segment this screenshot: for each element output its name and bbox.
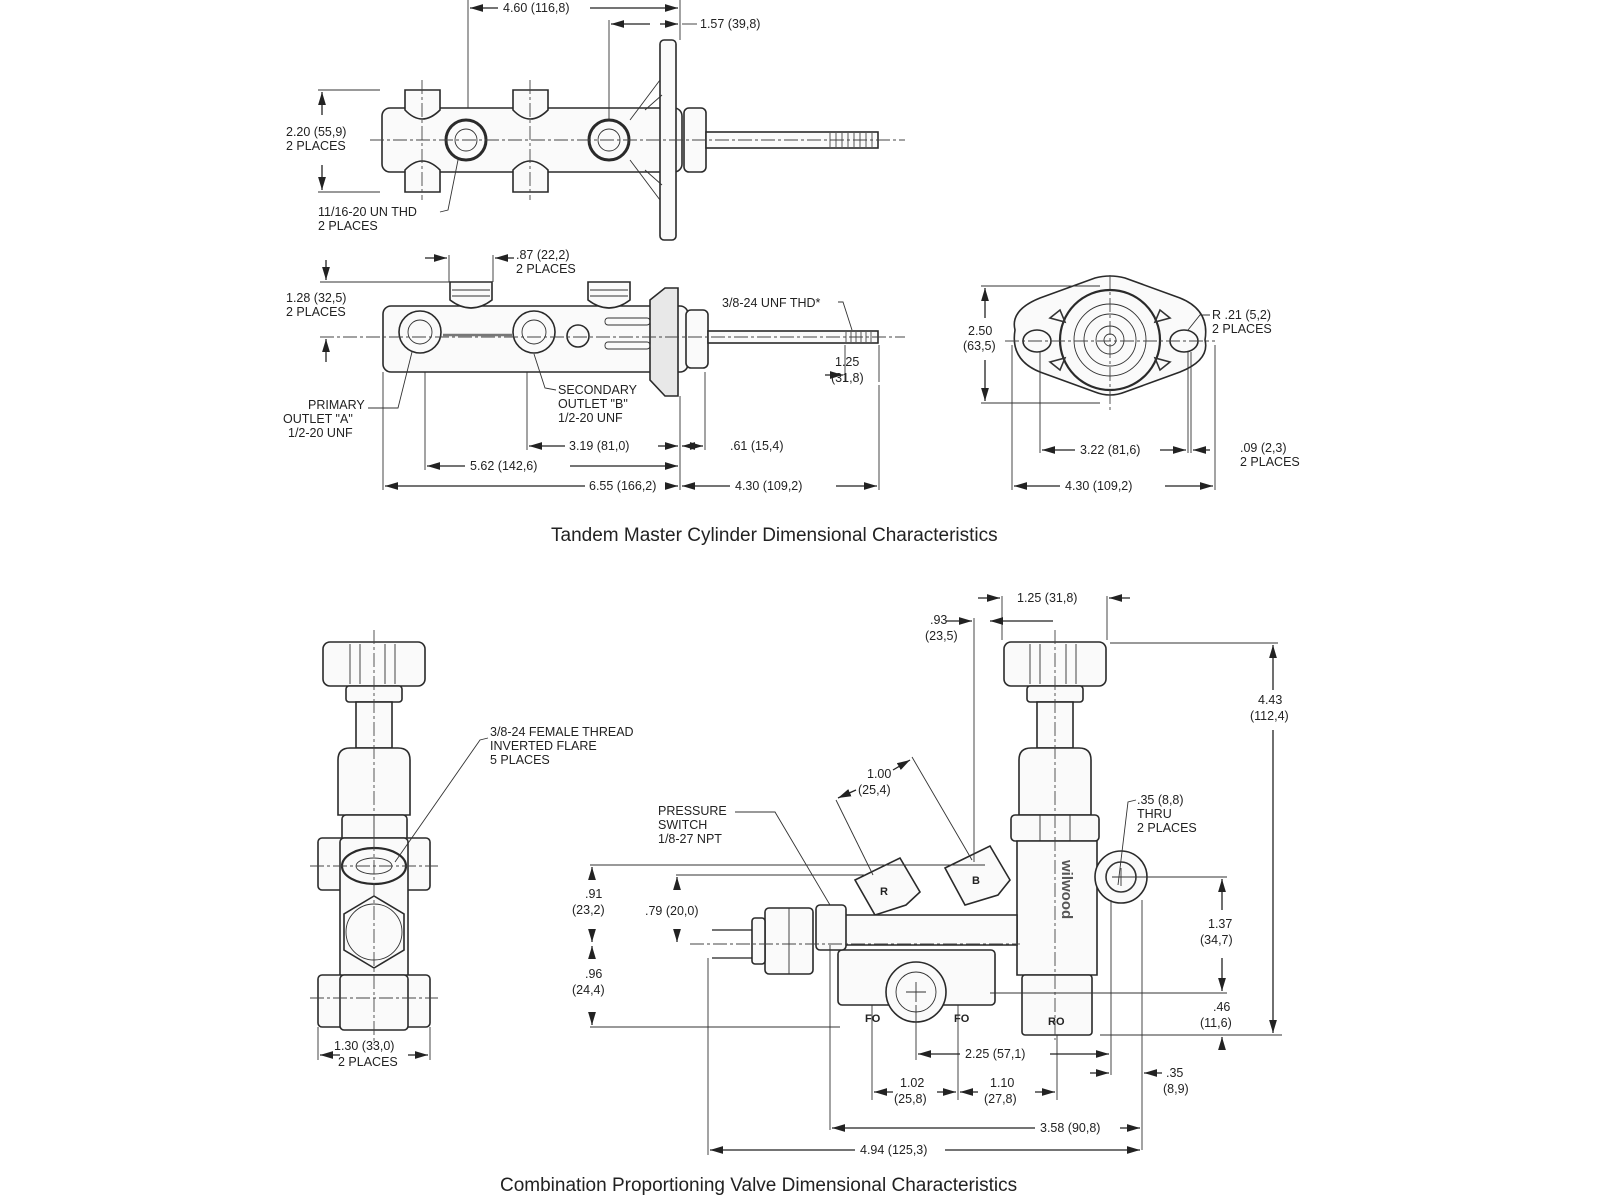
primary-outlet-label-2: OUTLET "A": [283, 412, 353, 426]
dim-1-25-b: (31,8): [831, 371, 864, 385]
dim-0-96-a: .96: [585, 967, 602, 981]
master-cylinder-top-view: 4.60 (116,8) 1.57 (39,8) 2.20 (55,9) 2 P…: [286, 0, 905, 241]
dim-4-94: 4.94 (125,3): [860, 1143, 927, 1157]
dim-4-43-a: 4.43: [1258, 693, 1282, 707]
dim-0-91-a: .91: [585, 887, 602, 901]
end-dim-4-30: 4.30 (109,2): [1065, 479, 1132, 493]
switch-adapter: [815, 904, 847, 951]
dim-valve-1-25: 1.25 (31,8): [1017, 591, 1077, 605]
dim-0-09-b: 2 PLACES: [1240, 455, 1300, 469]
dim-0-61: .61 (15,4): [730, 439, 784, 453]
dim-5-62: 5.62 (142,6): [470, 459, 537, 473]
port-fo-label-1: FO: [865, 1013, 881, 1025]
secondary-outlet-label-3: 1/2-20 UNF: [558, 411, 623, 425]
valve-front-view: 3/8-24 FEMALE THREAD INVERTED FLARE 5 PL…: [310, 630, 634, 1069]
port-r-label: R: [880, 886, 888, 898]
dim-0-79: .79 (20,0): [645, 904, 699, 918]
flange-side: [649, 287, 679, 397]
dim-4-43-b: (112,4): [1250, 709, 1289, 723]
dim-2-25: 2.25 (57,1): [965, 1047, 1025, 1061]
dim-6-55: 6.55 (166,2): [589, 479, 656, 493]
dim-1-00-a: 1.00: [867, 767, 891, 781]
dim-0-87-note: 2 PLACES: [516, 262, 576, 276]
dim-1-00-b: (25,4): [858, 783, 891, 797]
body-channel: [839, 914, 1018, 946]
caption-proportioning-valve: Combination Proportioning Valve Dimensio…: [500, 1175, 1017, 1196]
hole-note-3: 2 PLACES: [1137, 821, 1197, 835]
radius-note-1: R .21 (5,2): [1212, 308, 1271, 322]
dim-2-20: 2.20 (55,9): [286, 125, 346, 139]
dim-0-96-b: (24,4): [572, 983, 605, 997]
valve-body-side: [1016, 840, 1098, 976]
primary-outlet: [398, 310, 442, 354]
primary-outlet-label-1: PRIMARY: [308, 398, 365, 412]
dim-4-30: 4.30 (109,2): [735, 479, 802, 493]
dim-0-35-b: (8,9): [1163, 1082, 1189, 1096]
dim-1-25-a: 1.25: [835, 355, 859, 369]
pressure-switch-label-1: PRESSURE: [658, 804, 727, 818]
port-fo-label-2: FO: [954, 1013, 970, 1025]
hex-nut: [341, 814, 408, 842]
saddle-bottom-2: [512, 160, 549, 193]
port-b-label: B: [972, 875, 980, 887]
port-b-fitting: [943, 844, 1011, 906]
pressure-switch-label-2: SWITCH: [658, 818, 707, 832]
dim-1-57: 1.57 (39,8): [700, 17, 760, 31]
flare-note-1: 3/8-24 FEMALE THREAD: [490, 725, 634, 739]
dim-0-35-a: .35: [1166, 1066, 1183, 1080]
caption-master-cylinder: Tandem Master Cylinder Dimensional Chara…: [551, 525, 998, 546]
dim-0-93-a: .93: [930, 613, 947, 627]
dim-0-91-b: (23,2): [572, 903, 605, 917]
dim-1-02-a: 1.02: [900, 1076, 924, 1090]
dim-2-50-a: 2.50: [968, 324, 992, 338]
master-cylinder-end-view: 2.50 (63,5) R .21 (5,2) 2 PLACES 3.22 (8…: [963, 275, 1300, 493]
wilwood-logo: wilwood: [1058, 859, 1075, 919]
dim-1-30: 1.30 (33,0): [334, 1039, 394, 1053]
reservoir-inlet-2: [587, 281, 631, 309]
dim-4-60: 4.60 (116,8): [503, 1, 569, 15]
pressure-switch-label-3: 1/8-27 NPT: [658, 832, 722, 846]
dim-1-02-b: (25,8): [894, 1092, 927, 1106]
dim-3-58: 3.58 (90,8): [1040, 1121, 1100, 1135]
thread-note-1: 11/16-20 UN THD: [318, 205, 417, 219]
dim-3-22: 3.22 (81,6): [1080, 443, 1140, 457]
dim-3-19: 3.19 (81,0): [569, 439, 629, 453]
dim-1-37-b: (34,7): [1200, 933, 1233, 947]
saddle-bottom-1: [404, 160, 441, 193]
saddle-top-2: [512, 89, 549, 120]
dim-1-28-note: 2 PLACES: [286, 305, 346, 319]
secondary-outlet-label-2: OUTLET "B": [558, 397, 628, 411]
valve-side-view: RO wilwood R B FO FO PRESSURE SWITCH 1: [572, 591, 1289, 1157]
flare-note-2: INVERTED FLARE: [490, 739, 597, 753]
dim-2-50-b: (63,5): [963, 339, 996, 353]
secondary-outlet: [512, 310, 556, 354]
saddle-top-1: [404, 89, 441, 120]
dim-1-30-note: 2 PLACES: [338, 1055, 398, 1069]
primary-outlet-label-3: 1/2-20 UNF: [288, 426, 353, 440]
reservoir-inlet-1: [449, 281, 493, 309]
dim-0-46-a: .46: [1213, 1000, 1230, 1014]
dim-1-37-a: 1.37: [1208, 917, 1232, 931]
dim-2-20-note: 2 PLACES: [286, 139, 346, 153]
bleed-boss: [566, 324, 590, 348]
flare-note-3: 5 PLACES: [490, 753, 550, 767]
master-cylinder-side-view: .87 (22,2) 2 PLACES 1.28 (32,5) 2 PLACES…: [283, 248, 905, 493]
dim-1-10-b: (27,8): [984, 1092, 1017, 1106]
dim-0-93-b: (23,5): [925, 629, 958, 643]
radius-note-2: 2 PLACES: [1212, 322, 1272, 336]
port-ro-label: RO: [1048, 1016, 1065, 1028]
dim-0-46-b: (11,6): [1200, 1016, 1232, 1030]
boot-side: [685, 309, 709, 369]
dim-0-87: .87 (22,2): [516, 248, 570, 262]
dim-0-09-a: .09 (2,3): [1240, 441, 1287, 455]
hole-note-1: .35 (8,8): [1137, 793, 1184, 807]
rod-thread-note: 3/8-24 UNF THD*: [722, 296, 821, 310]
dim-1-28: 1.28 (32,5): [286, 291, 346, 305]
dim-1-10-a: 1.10: [990, 1076, 1014, 1090]
thread-leader: [439, 159, 459, 213]
hole-note-2: THRU: [1137, 807, 1172, 821]
secondary-outlet-label-1: SECONDARY: [558, 383, 638, 397]
thread-note-2: 2 PLACES: [318, 219, 378, 233]
